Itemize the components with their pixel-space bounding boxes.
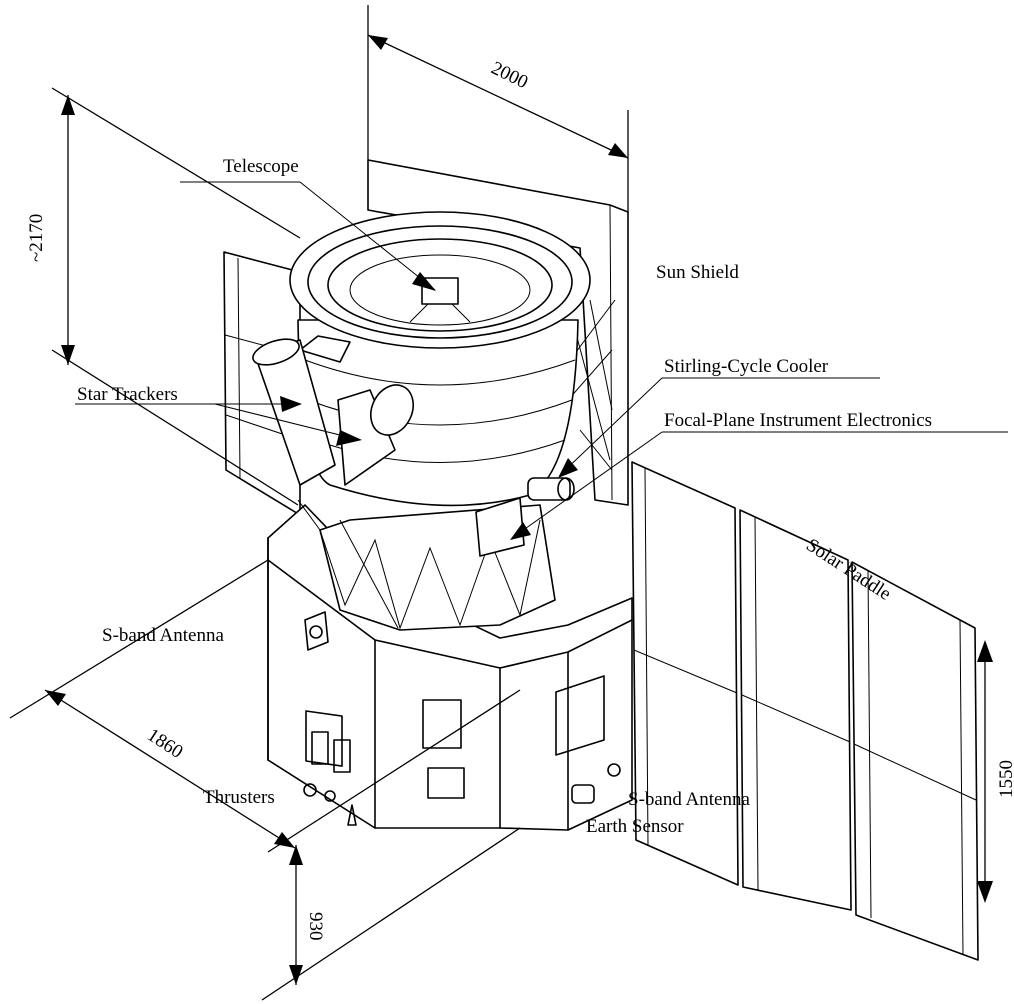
star-tracker-2 xyxy=(337,384,414,486)
dimension-paddle-height xyxy=(977,640,993,903)
label-stirling-cooler: Stirling-Cycle Cooler xyxy=(664,356,829,377)
leader-focal-plane xyxy=(510,431,1008,540)
label-earth-sensor: Earth Sensor xyxy=(586,816,684,837)
leader-stirling-cooler xyxy=(558,377,880,478)
dim-label-paddle-height: 1550 xyxy=(996,760,1014,798)
stirling-cooler xyxy=(527,477,575,501)
dimension-top-width xyxy=(367,5,629,212)
telescope-dewar xyxy=(289,211,591,507)
leader-star-trackers xyxy=(75,396,362,446)
label-s-band-antenna-left: S-band Antenna xyxy=(102,625,224,646)
solar-paddle xyxy=(631,461,979,961)
dim-label-base-width: 1860 xyxy=(143,725,186,763)
label-s-band-antenna-right: S-band Antenna xyxy=(628,789,750,810)
dim-label-top-width: 2000 xyxy=(488,58,531,94)
star-tracker-1 xyxy=(252,338,336,486)
thrusters xyxy=(303,783,357,826)
label-star-trackers: Star Trackers xyxy=(77,384,178,405)
s-band-antenna-left xyxy=(304,611,329,651)
dimension-height xyxy=(51,87,301,506)
focal-plane-electronics-box xyxy=(475,497,525,557)
dim-label-base-height: 930 xyxy=(305,912,326,941)
left-solar-panel xyxy=(223,251,301,516)
label-sun-shield: Sun Shield xyxy=(656,262,739,283)
dimension-base-height xyxy=(261,827,521,1001)
dim-label-height: ~2170 xyxy=(26,214,47,262)
label-telescope: Telescope xyxy=(223,156,299,177)
dimension-base-width xyxy=(9,559,521,853)
leader-telescope xyxy=(180,181,436,291)
earth-sensor xyxy=(571,763,621,804)
label-thrusters: Thrusters xyxy=(203,787,275,808)
label-focal-plane: Focal-Plane Instrument Electronics xyxy=(664,410,932,431)
